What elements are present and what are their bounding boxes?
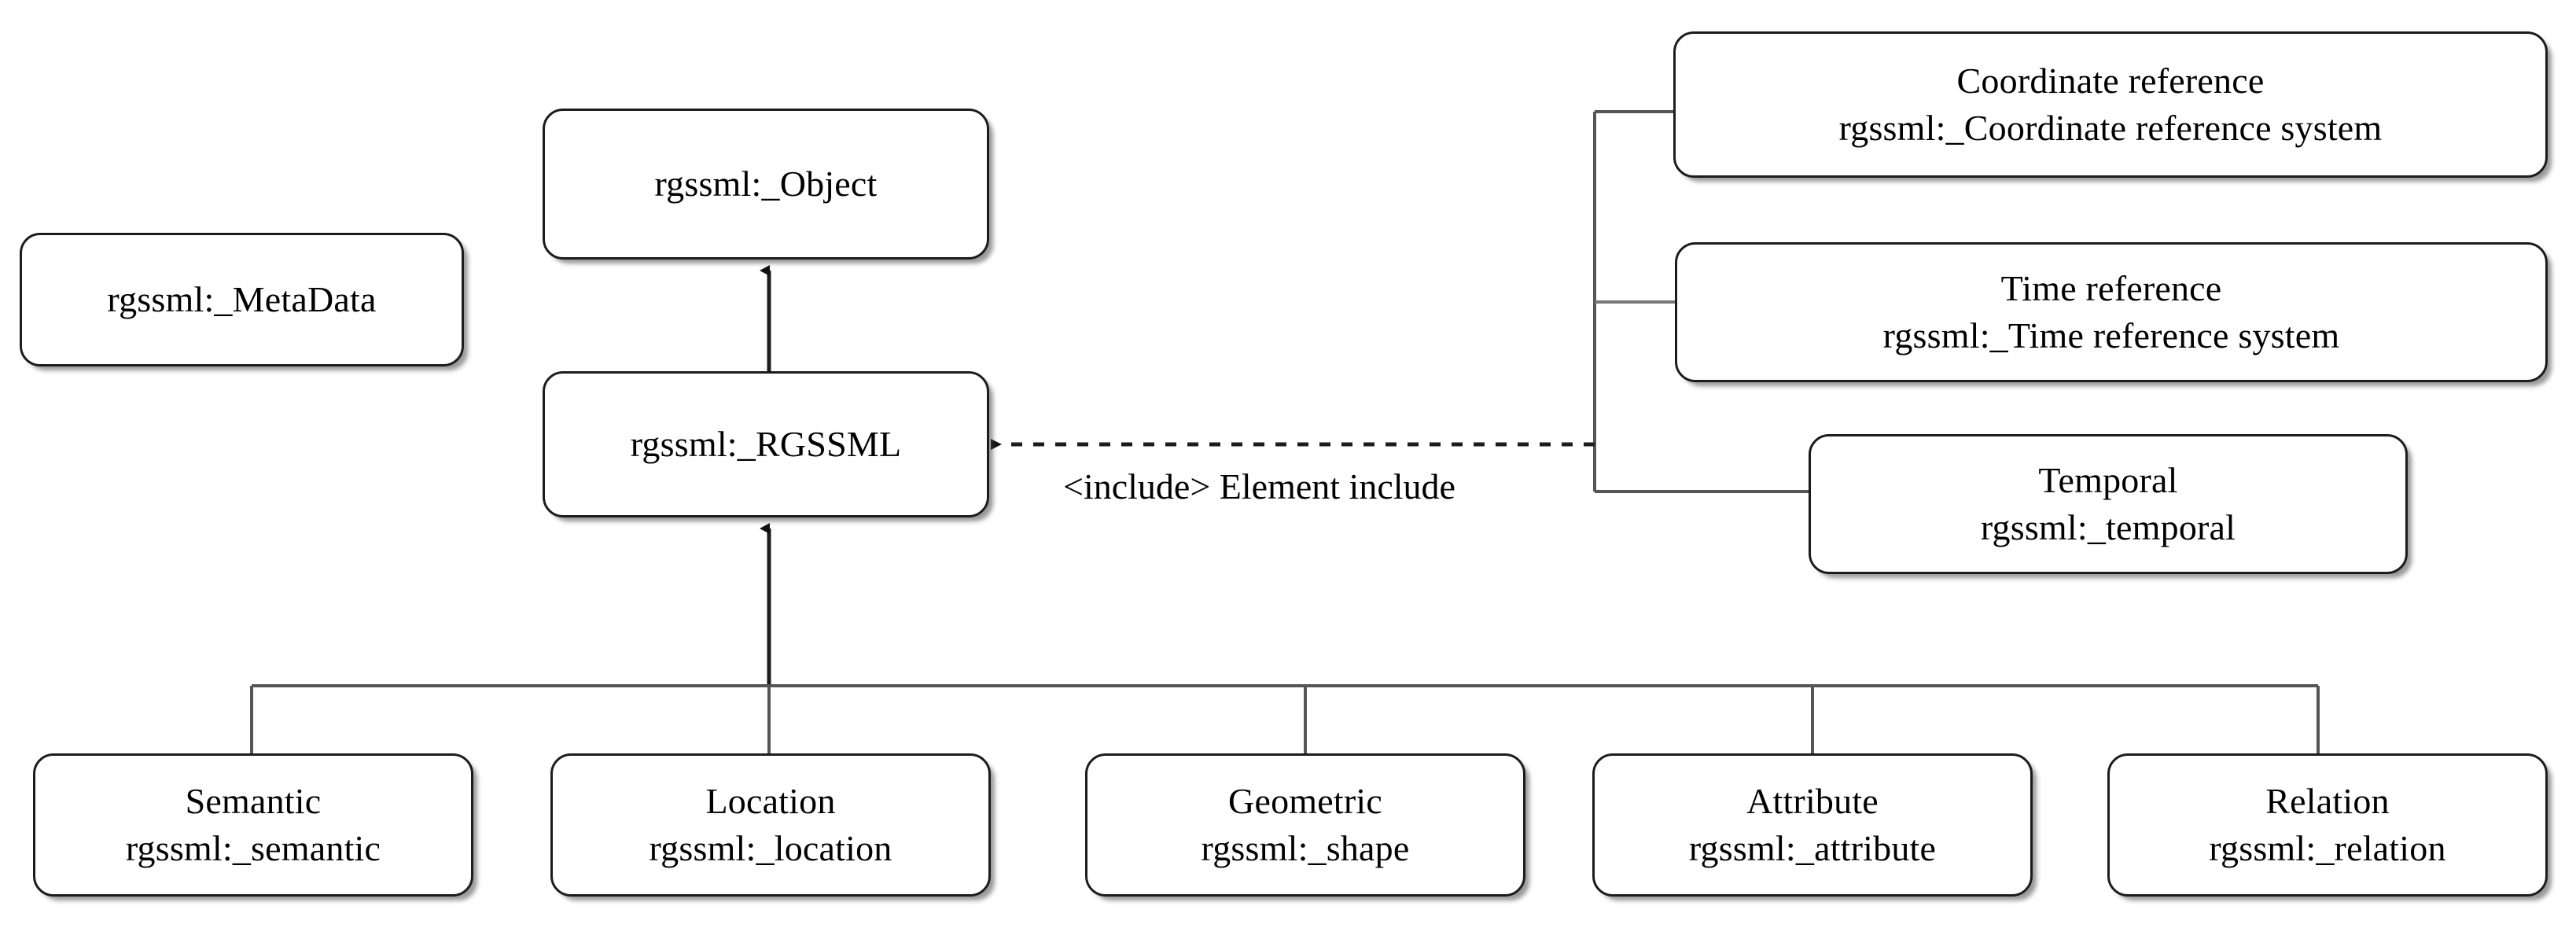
class-box-object[interactable]: rgssml:_Object [543,109,989,260]
edge-leaves-to-rgssml [250,523,2320,753]
class-box-time-reference-line2: rgssml:_Time reference system [1882,315,2340,355]
class-box-relation[interactable]: Relation rgssml:_relation [2107,753,2548,897]
class-box-geometric-line2: rgssml:_shape [1201,828,1410,868]
class-box-temporal[interactable]: Temporal rgssml:_temporal [1809,434,2408,574]
class-box-semantic-line2: rgssml:_semantic [125,828,381,868]
class-box-relation-line2: rgssml:_relation [2209,828,2446,868]
class-box-semantic-line1: Semantic [185,780,322,821]
class-box-metadata-line1: rgssml:_MetaData [107,278,377,319]
edge-label-include: <include> Element include [1063,466,1455,506]
class-box-metadata[interactable]: rgssml:_MetaData [20,233,464,366]
class-box-rgssml-line1: rgssml:_RGSSML [630,423,902,464]
class-box-time-reference[interactable]: Time reference rgssml:_Time reference sy… [1675,242,2548,382]
class-box-temporal-line2: rgssml:_temporal [1980,507,2236,547]
edge-include-dependency [991,110,1809,493]
class-box-rgssml[interactable]: rgssml:_RGSSML [543,371,989,517]
class-box-geometric-line1: Geometric [1228,780,1382,821]
class-box-coordinate-reference[interactable]: Coordinate reference rgssml:_Coordinate … [1673,31,2548,178]
class-box-semantic[interactable]: Semantic rgssml:_semantic [33,753,473,897]
class-box-geometric[interactable]: Geometric rgssml:_shape [1085,753,1525,897]
class-box-coordinate-reference-line2: rgssml:_Coordinate reference system [1838,108,2383,148]
class-box-attribute-line2: rgssml:_attribute [1688,828,1937,868]
class-box-temporal-line1: Temporal [2038,459,2178,500]
class-box-time-reference-line1: Time reference [2000,267,2222,308]
class-box-attribute[interactable]: Attribute rgssml:_attribute [1592,753,2033,897]
class-box-coordinate-reference-line1: Coordinate reference [1956,60,2265,101]
class-box-attribute-line1: Attribute [1746,780,1879,821]
class-box-relation-line1: Relation [2265,780,2390,821]
class-box-location-line2: rgssml:_location [649,828,892,868]
class-box-object-line1: rgssml:_Object [654,163,878,204]
class-box-location-line1: Location [705,780,836,821]
class-box-location[interactable]: Location rgssml:_location [550,753,991,897]
